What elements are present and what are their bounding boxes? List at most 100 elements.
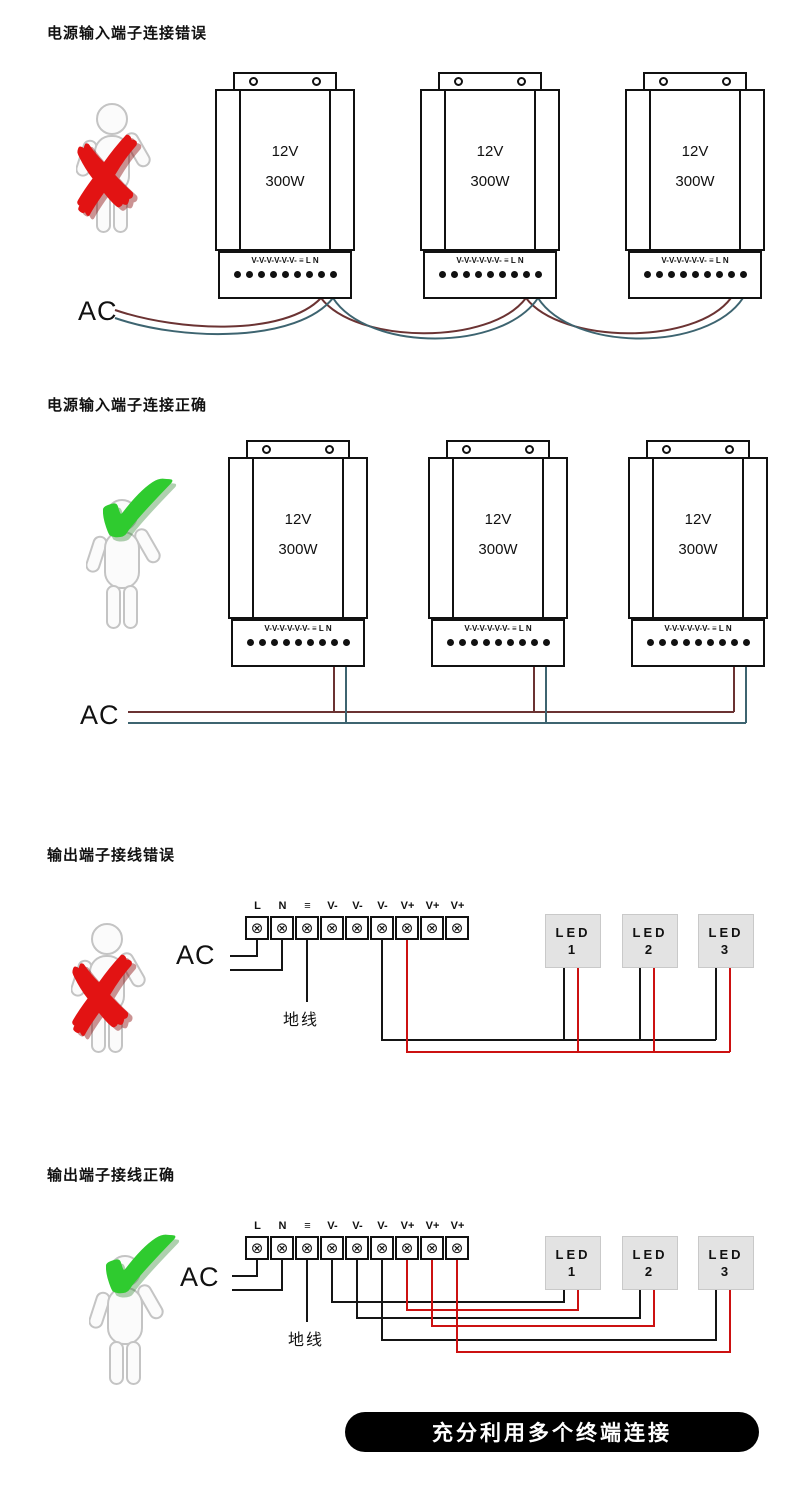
psu-panel-line	[534, 91, 536, 249]
led-name: LED	[708, 1247, 744, 1262]
figure-error-2: ✘	[51, 920, 187, 1092]
mount-hole-icon	[454, 77, 463, 86]
psu-panel-line	[329, 91, 331, 249]
output-terminal-strip: L N ≡ V- V- V- V+ V+ V+ ⊗ ⊗ ⊗ ⊗ ⊗ ⊗ ⊗ ⊗ …	[245, 898, 471, 940]
psu-terminal-block: V-V-V-V-V-V- ≡ L N	[631, 619, 765, 667]
ac-neutral-wires-right	[128, 667, 747, 724]
person-icon	[86, 499, 161, 629]
psu-body: 12V 300W	[215, 89, 355, 251]
terminal-label: V+	[450, 1220, 465, 1232]
screw-terminal-icon: ⊗	[245, 1236, 269, 1260]
figure-ok-1: ✔	[82, 443, 214, 634]
psu-voltage: 12V	[484, 511, 512, 528]
led-unit: LED 1	[545, 1236, 601, 1290]
psu-terminal-label: V-V-V-V-V-V- ≡ L N	[664, 624, 732, 633]
psu-rating: 12V 300W	[243, 137, 327, 197]
power-supply-unit: 12V 300W V-V-V-V-V-V- ≡ L N	[428, 440, 568, 667]
led-number: 1	[567, 1264, 579, 1279]
mount-hole-icon	[462, 445, 471, 454]
terminal-label-ground: ≡	[304, 1220, 311, 1232]
psu-terminal-block: V-V-V-V-V-V- ≡ L N	[431, 619, 565, 667]
psu-voltage: 12V	[271, 143, 299, 160]
ac-live-wires-wrong	[114, 297, 732, 335]
person-icon	[89, 1255, 164, 1385]
mount-hole-icon	[262, 445, 271, 454]
psu-panel-line	[742, 459, 744, 617]
mount-hole-icon	[249, 77, 258, 86]
led-unit: LED 1	[545, 914, 601, 968]
led-number: 2	[644, 1264, 656, 1279]
screw-terminal-icon: ⊗	[295, 1236, 319, 1260]
psu-terminal-dots	[630, 271, 760, 278]
mount-hole-icon	[517, 77, 526, 86]
psu-panel-line	[652, 459, 654, 617]
terminal-label: N	[278, 900, 287, 912]
terminal-label: V+	[425, 1220, 440, 1232]
terminal-label: V+	[425, 900, 440, 912]
terminal-cells-row: ⊗ ⊗ ⊗ ⊗ ⊗ ⊗ ⊗ ⊗ ⊗	[245, 1236, 471, 1260]
psu-terminal-label: V-V-V-V-V-V- ≡ L N	[661, 256, 729, 265]
screw-terminal-icon: ⊗	[395, 916, 419, 940]
power-supply-unit: 12V 300W V-V-V-V-V-V- ≡ L N	[228, 440, 368, 667]
psu-body: 12V 300W	[625, 89, 765, 251]
terminal-label: N	[278, 1220, 287, 1232]
psu-terminal-dots	[220, 271, 350, 278]
psu-panel-line	[649, 91, 651, 249]
screw-terminal-icon: ⊗	[345, 916, 369, 940]
section-title-output-right: 输出端子接线正确	[47, 1167, 176, 1184]
terminal-label: V-	[352, 900, 363, 912]
led-number: 1	[567, 942, 579, 957]
mount-hole-icon	[325, 445, 334, 454]
psu-panel-line	[444, 91, 446, 249]
psu-power: 300W	[470, 173, 510, 190]
psu-mounting-bracket	[446, 440, 550, 457]
terminal-label: V-	[377, 900, 388, 912]
terminal-label: V-	[377, 1220, 388, 1232]
screw-terminal-icon: ⊗	[320, 916, 344, 940]
terminal-labels-row: L N ≡ V- V- V- V+ V+ V+	[245, 898, 471, 914]
led-number: 2	[644, 942, 656, 957]
mount-hole-icon	[312, 77, 321, 86]
psu-terminal-label: V-V-V-V-V-V- ≡ L N	[251, 256, 319, 265]
psu-terminal-dots	[433, 639, 563, 646]
ac-label-4: AC	[180, 1262, 220, 1292]
psu-power: 300W	[478, 541, 518, 558]
psu-terminal-dots	[425, 271, 555, 278]
mount-hole-icon	[725, 445, 734, 454]
terminal-label: V+	[450, 900, 465, 912]
psu-terminal-dots	[633, 639, 763, 646]
terminal-label: L	[254, 900, 261, 912]
psu-terminal-label: V-V-V-V-V-V- ≡ L N	[264, 624, 332, 633]
psu-power: 300W	[265, 173, 305, 190]
terminal-label: L	[254, 1220, 261, 1232]
power-supply-unit: 12V 300W V-V-V-V-V-V- ≡ L N	[625, 72, 765, 299]
section-title-input-right: 电源输入端子连接正确	[47, 397, 208, 414]
person-icon	[71, 923, 146, 1053]
ac-live-wires-right	[128, 667, 735, 713]
psu-mounting-bracket	[246, 440, 350, 457]
psu-terminal-block: V-V-V-V-V-V- ≡ L N	[231, 619, 365, 667]
psu-panel-line	[252, 459, 254, 617]
figure-ok-2: ✔	[85, 1199, 217, 1390]
psu-voltage: 12V	[684, 511, 712, 528]
screw-terminal-icon: ⊗	[395, 1236, 419, 1260]
led-name: LED	[555, 1247, 591, 1262]
psu-panel-line	[452, 459, 454, 617]
section-title-output-wrong: 输出端子接线错误	[47, 847, 176, 864]
terminal-cells-row: ⊗ ⊗ ⊗ ⊗ ⊗ ⊗ ⊗ ⊗ ⊗	[245, 916, 471, 940]
power-supply-unit: 12V 300W V-V-V-V-V-V- ≡ L N	[215, 72, 355, 299]
mount-hole-icon	[659, 77, 668, 86]
psu-rating: 12V 300W	[653, 137, 737, 197]
terminal-label: V-	[352, 1220, 363, 1232]
psu-mounting-bracket	[646, 440, 750, 457]
power-supply-unit: 12V 300W V-V-V-V-V-V- ≡ L N	[420, 72, 560, 299]
terminal-label: V-	[327, 900, 338, 912]
screw-terminal-icon: ⊗	[420, 916, 444, 940]
led-unit: LED 3	[698, 914, 754, 968]
ac-label-3: AC	[176, 940, 216, 970]
screw-terminal-icon: ⊗	[320, 1236, 344, 1260]
power-supply-unit: 12V 300W V-V-V-V-V-V- ≡ L N	[628, 440, 768, 667]
mount-hole-icon	[662, 445, 671, 454]
psu-body: 12V 300W	[628, 457, 768, 619]
